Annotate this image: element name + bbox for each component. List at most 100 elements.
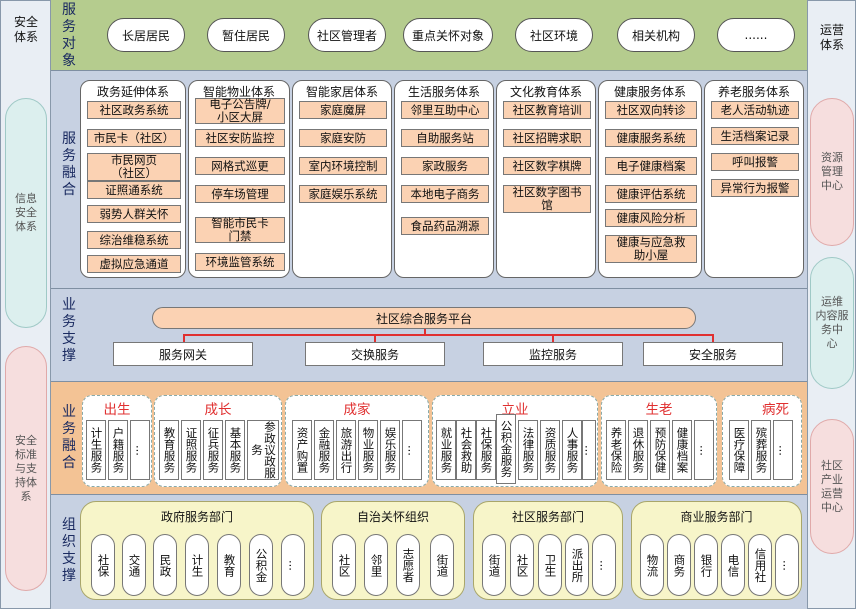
system-item: 健康风险分析 (605, 209, 697, 227)
org-member: 街道 (430, 534, 454, 596)
system-culture-education: 文化教育体系 社区教育培训 社区招聘求职 社区数字棋牌 社区数字图书 馆 (496, 80, 596, 278)
life-stage-service: ... (402, 420, 422, 480)
system-item: 异常行为报警 (711, 179, 799, 197)
system-item: 社区政务系统 (87, 101, 181, 119)
system-item: 社区数字图书 馆 (503, 185, 591, 213)
org-member: 信用社 (748, 534, 772, 596)
system-item: 室内环境控制 (299, 157, 387, 175)
org-self-governance: 自治关怀组织 社区 邻里 志愿者 街道 (321, 501, 465, 600)
org-title: 社区服务部门 (511, 510, 584, 524)
security-system-column: 安全 体系 信息 安全 体系 安全 标准 与支 持体 系 (0, 0, 51, 609)
system-item: 证照通系统 (87, 181, 181, 199)
life-stage-service: 参政议政服务 (247, 420, 279, 480)
system-health-services: 健康服务体系 社区双向转诊 健康服务系统 电子健康档案 健康评估系统 健康风险分… (598, 80, 702, 278)
system-title: 养老服务体系 (717, 85, 790, 99)
life-stage-service: 金融服务 (314, 420, 334, 480)
life-stage-title: 成家 (343, 402, 371, 418)
system-item: 网格式巡更 (195, 157, 285, 175)
life-stage-title: 成长 (204, 402, 232, 418)
system-item: 健康服务系统 (605, 129, 697, 147)
life-stage-service: 旅游出行 (336, 420, 356, 480)
org-member: 街道 (482, 534, 506, 596)
life-stage-title: 生老 (645, 402, 673, 418)
system-item: 家庭娱乐系统 (299, 185, 387, 203)
system-item: 社区数字棋牌 (503, 157, 591, 175)
life-stage-service: 健康档案 (672, 420, 692, 480)
target-long-term-residents: 长居居民 (107, 18, 185, 52)
life-stage-service: 法律服务 (518, 420, 538, 480)
system-title: 健康服务体系 (613, 85, 686, 99)
monitoring-service: 监控服务 (483, 342, 623, 366)
system-life-services: 生活服务体系 邻里互助中心 自助服务站 家政服务 本地电子商务 食品药品溯源 (394, 80, 494, 278)
system-item: 健康评估系统 (605, 185, 697, 203)
life-stage-growth: 成长 教育服务 证照服务 征兵服务 基本服务 参政议政服务 (154, 395, 282, 487)
system-item: 综治维稳系统 (87, 231, 181, 249)
org-member: ... (592, 534, 616, 596)
maintenance-content-center-pill: 运维 内容服 务中 心 (810, 257, 854, 389)
org-member: 卫生 (538, 534, 562, 596)
system-item: 邻里互助中心 (401, 101, 489, 119)
connector-line (183, 334, 714, 336)
life-stage-service: 就业服务 (436, 420, 456, 480)
life-stage-aging: 生老 养老保险 退休服务 预防保健 健康档案 ... (601, 395, 717, 487)
business-fusion-label: 业 务 融 合 (62, 404, 76, 471)
system-title: 政务延伸体系 (96, 85, 169, 99)
service-fusion-label: 服 务 融 合 (62, 131, 76, 198)
system-item: 生活档案记录 (711, 127, 799, 145)
org-member: 志愿者 (396, 534, 420, 596)
target-related-institutions: 相关机构 (617, 18, 695, 52)
life-stage-service: 医疗保障 (729, 420, 749, 480)
life-stage-service: 社会救助 (456, 420, 476, 480)
system-item: 虚拟应急通道 (87, 255, 181, 273)
system-item: 社区招聘求职 (503, 129, 591, 147)
org-member: 民政 (153, 534, 177, 596)
org-member: 电信 (721, 534, 745, 596)
business-support-label: 业 务 支 撑 (62, 297, 76, 364)
system-government-extension: 政务延伸体系 社区政务系统 市民卡（社区） 市民网页 （社区） 证照通系统 弱势… (80, 80, 186, 278)
life-stage-title: 出生 (103, 402, 131, 418)
org-member: ... (775, 534, 799, 596)
system-item: 社区双向转诊 (605, 101, 697, 119)
life-stage-service: 户籍服务 (108, 420, 128, 480)
target-community-managers: 社区管理者 (308, 18, 386, 52)
org-title: 自治关怀组织 (356, 510, 429, 524)
org-member: 社保 (91, 534, 115, 596)
org-member: 物流 (640, 534, 664, 596)
life-stage-illness-death: 病死 医疗保障 殡葬服务 ... (722, 395, 802, 487)
target-more: ...... (717, 18, 795, 52)
org-commercial-services: 商业服务部门 物流 商务 银行 电信 信用社 ... (631, 501, 802, 600)
life-stage-service: 养老保险 (606, 420, 626, 480)
system-title: 智能物业体系 (202, 85, 275, 99)
security-standards-pill: 安全 标准 与支 持体 系 (5, 346, 47, 591)
org-member: 商务 (667, 534, 691, 596)
system-title: 智能家居体系 (305, 85, 378, 99)
system-item: 市民卡（社区） (87, 129, 181, 147)
system-item: 电子健康档案 (605, 157, 697, 175)
connector-line (183, 334, 185, 342)
system-title: 生活服务体系 (407, 85, 480, 99)
org-title: 商业服务部门 (680, 510, 753, 524)
life-stage-career: 立业 就业服务 社会救助 社保服务 公积金服务 法律服务 资质服务 人事服务 .… (432, 395, 598, 487)
target-key-care-objects: 重点关怀对象 (403, 18, 493, 52)
system-item: 弱势人群关怀 (87, 205, 181, 223)
connector-line (552, 334, 554, 342)
system-item: 社区教育培训 (503, 101, 591, 119)
life-stage-service: ... (773, 420, 793, 480)
security-system-title: 安全 体系 (13, 15, 38, 44)
target-temporary-residents: 暂住居民 (207, 18, 285, 52)
org-support-label: 组 织 支 撑 (62, 517, 76, 584)
life-stage-birth: 出生 计生服务 户籍服务 ... (82, 395, 152, 487)
life-stage-service: 殡葬服务 (751, 420, 771, 480)
system-item: 老人活动轨迹 (711, 101, 799, 119)
system-item: 智能市民卡 门禁 (195, 217, 285, 243)
life-stage-service: 退休服务 (628, 420, 648, 480)
service-targets-label: 服 务 对 象 (62, 2, 76, 69)
system-item: 家庭安防 (299, 129, 387, 147)
life-stage-service: ... (130, 420, 150, 480)
life-stage-service: 人事服务 (562, 420, 582, 480)
service-targets-band: 服 务 对 象 长居居民 暂住居民 社区管理者 重点关怀对象 社区环境 相关机构… (51, 0, 807, 70)
life-stage-service: 基本服务 (225, 420, 245, 480)
life-stage-service: ... (582, 420, 597, 480)
system-item: 市民网页 （社区） (87, 153, 181, 181)
life-stage-service: 娱乐服务 (380, 420, 400, 480)
